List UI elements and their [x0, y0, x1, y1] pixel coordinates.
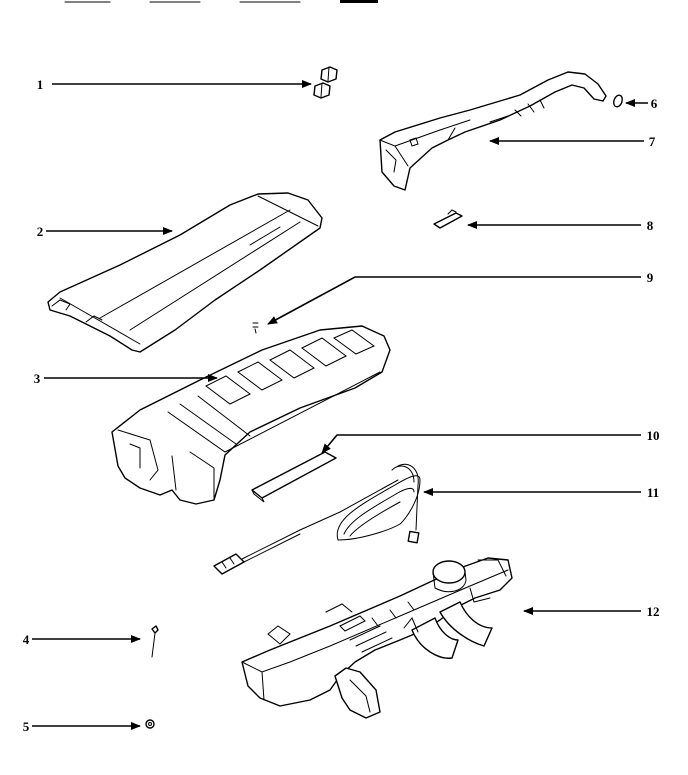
label-5: 5: [23, 719, 30, 734]
part-5-nut[interactable]: [145, 719, 155, 729]
label-1: 1: [37, 77, 44, 92]
part-1-clips[interactable]: [313, 66, 338, 99]
label-11: 11: [647, 485, 659, 500]
label-9: 9: [647, 270, 654, 285]
label-4: 4: [23, 632, 30, 647]
top-edge-marks: [64, 0, 378, 3]
part-9-screw[interactable]: [252, 322, 259, 334]
part-8-latch[interactable]: [433, 209, 463, 229]
label-3: 3: [34, 371, 41, 386]
leader-9: [267, 276, 641, 325]
part-12-base-frame[interactable]: [241, 557, 513, 719]
leader-10: [321, 434, 641, 454]
callout-labels: 1 2 3 4 5 6 7 8 9 10 11 12: [23, 77, 660, 734]
label-7: 7: [649, 134, 656, 149]
part-2-top-cover[interactable]: [47, 192, 323, 353]
part-3-housing[interactable]: [111, 325, 391, 505]
part-7-handle-bracket[interactable]: [379, 71, 607, 191]
label-12: 12: [647, 604, 660, 619]
label-6: 6: [651, 96, 658, 111]
part-11-heating-element[interactable]: [213, 463, 421, 575]
part-4-screw[interactable]: [151, 625, 159, 658]
leader-lines: [32, 80, 648, 730]
label-10: 10: [647, 428, 660, 443]
label-8: 8: [647, 218, 654, 233]
part-10-strip[interactable]: [251, 451, 337, 503]
label-2: 2: [37, 224, 44, 239]
part-6-ring[interactable]: [612, 94, 624, 108]
